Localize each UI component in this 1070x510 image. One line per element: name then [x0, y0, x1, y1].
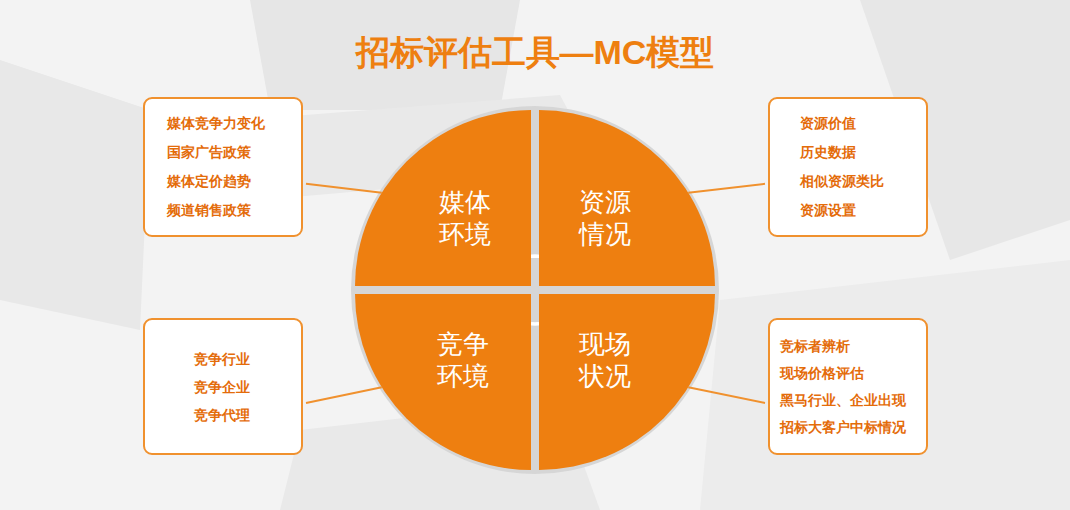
callout-item: 历史数据	[800, 138, 914, 167]
callout-item: 媒体竞争力变化	[167, 109, 289, 138]
callout-item: 资源设置	[800, 196, 914, 225]
sector-fill	[355, 110, 531, 286]
sector-fill	[539, 294, 715, 470]
pie-ground	[351, 106, 719, 474]
leader-line	[306, 184, 382, 193]
callout-item: 招标大客户中标情况	[780, 414, 914, 441]
diagram-title: 招标评估工具—MC模型	[356, 33, 715, 71]
callout-item: 竞争企业	[155, 373, 289, 401]
callout-box: 资源价值历史数据相似资源类比资源设置	[768, 97, 928, 237]
quadrant-sector: 竞争 环境	[355, 294, 531, 470]
callout-item: 频道销售政策	[167, 196, 289, 225]
callout-item: 黑马行业、企业出现	[780, 387, 914, 414]
callout-item: 现场价格评估	[780, 360, 914, 387]
quadrant-sector: 媒体 环境	[355, 110, 531, 286]
sleeve-shape	[0, 60, 150, 330]
quadrant-label: 现场 状况	[575, 328, 635, 393]
quadrant-sector: 资源 情况	[539, 110, 715, 286]
callout-box: 竞争行业竞争企业竞争代理	[143, 318, 303, 455]
title-wrap: 招标评估工具—MC模型	[0, 30, 1070, 76]
sector-fill	[355, 294, 531, 470]
leader-line	[306, 387, 382, 403]
paper-shape	[700, 260, 1070, 510]
callout-item: 竞标者辨析	[780, 333, 914, 360]
quadrant-label: 竞争 环境	[433, 328, 493, 393]
callout-item: 相似资源类比	[800, 167, 914, 196]
leader-line	[688, 387, 765, 403]
leader-line	[688, 184, 765, 193]
callout-box: 媒体竞争力变化国家广告政策媒体定价趋势频道销售政策	[143, 97, 303, 237]
callout-item: 媒体定价趋势	[167, 167, 289, 196]
quadrant-label: 媒体 环境	[435, 186, 495, 251]
callout-box: 竞标者辨析现场价格评估黑马行业、企业出现招标大客户中标情况	[768, 318, 928, 455]
callout-item: 国家广告政策	[167, 138, 289, 167]
sector-fill	[539, 110, 715, 286]
callout-item: 竞争行业	[155, 345, 289, 373]
quadrant-label: 资源 情况	[575, 186, 635, 251]
quadrant-sector: 现场 状况	[539, 294, 715, 470]
callout-item: 竞争代理	[155, 401, 289, 429]
callout-item: 资源价值	[800, 109, 914, 138]
